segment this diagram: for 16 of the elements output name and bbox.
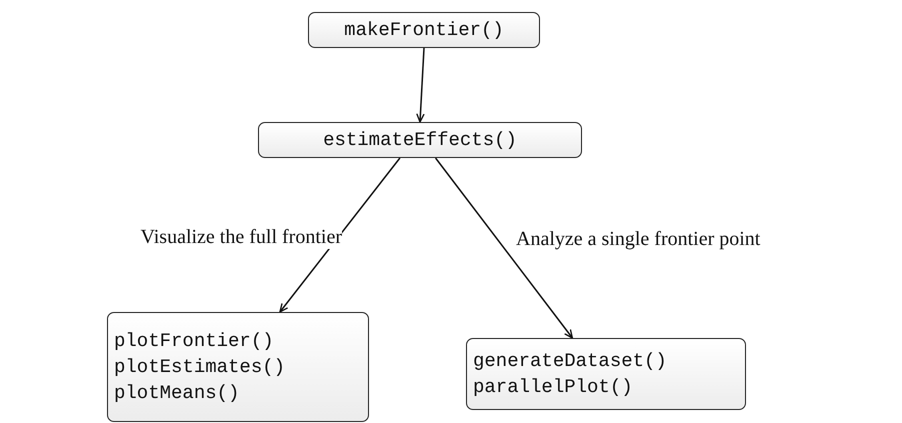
function-box bbox=[107, 312, 369, 422]
function-name: plotMeans() bbox=[114, 381, 240, 406]
function-name: plotEstimates() bbox=[114, 355, 286, 380]
function-name: estimateEffects() bbox=[323, 128, 517, 153]
function-name: parallelPlot() bbox=[473, 375, 633, 400]
arrow bbox=[434, 158, 574, 339]
edge-label: Analyze a single frontier point bbox=[516, 228, 760, 251]
edge-label: Visualize the full frontier bbox=[140, 226, 342, 249]
function-box bbox=[466, 338, 746, 410]
function-box bbox=[258, 122, 582, 158]
arrow bbox=[416, 48, 425, 123]
function-box bbox=[308, 12, 540, 48]
function-name: makeFrontier() bbox=[344, 18, 504, 43]
function-name: plotFrontier() bbox=[114, 329, 274, 354]
arrow bbox=[279, 158, 400, 313]
function-name: generateDataset() bbox=[473, 349, 667, 374]
